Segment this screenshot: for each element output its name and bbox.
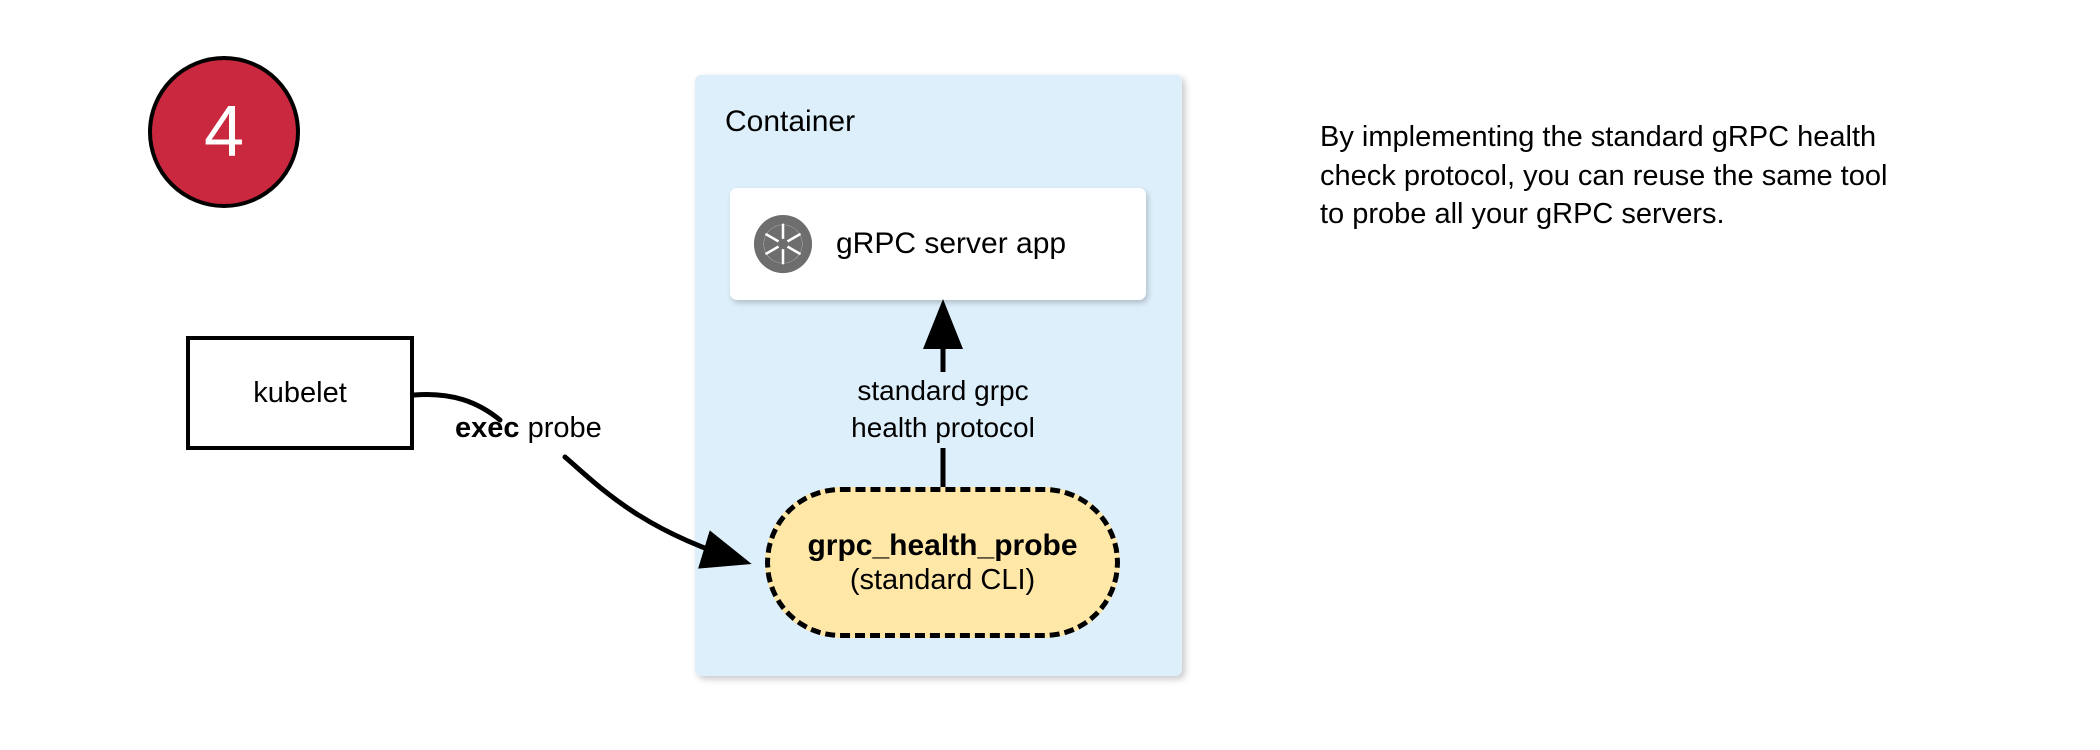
- step-number-label: 4: [203, 92, 245, 172]
- container-title-label: Container: [725, 105, 856, 138]
- grpc-server-app-label: gRPC server app: [836, 227, 1067, 260]
- grpc-health-probe-subtitle: (standard CLI): [849, 564, 1036, 597]
- step-number-badge: 4: [148, 56, 300, 208]
- health-protocol-edge-label: standard grpc health protocol: [828, 372, 1058, 446]
- exec-probe-edge-label-bold: exec: [455, 412, 520, 444]
- grpc-health-probe-title: grpc_health_probe: [807, 528, 1078, 562]
- kubelet-node: kubelet: [186, 336, 414, 450]
- grpc-health-probe-node: grpc_health_probe (standard CLI): [765, 487, 1120, 638]
- kubelet-node-label: kubelet: [253, 376, 347, 409]
- exec-probe-edge-label: exec probe: [455, 412, 602, 445]
- exec-probe-edge-label-rest: probe: [519, 412, 602, 444]
- health-protocol-edge-label-line2: health protocol: [851, 412, 1035, 444]
- aperture-icon: [752, 213, 814, 275]
- explanatory-note: By implementing the standard gRPC health…: [1320, 121, 1888, 231]
- health-protocol-edge-label-line1: standard grpc: [857, 375, 1029, 406]
- grpc-server-app-node: gRPC server app: [730, 188, 1146, 300]
